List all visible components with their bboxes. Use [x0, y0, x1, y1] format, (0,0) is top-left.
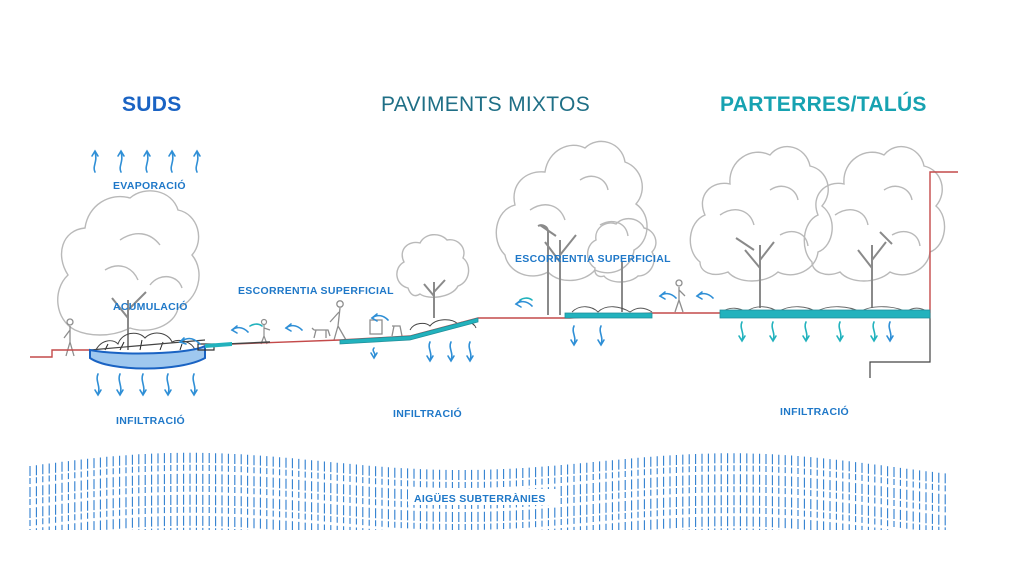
tree-outline-parterres-left: [689, 146, 833, 308]
runoff-arrow: [178, 337, 201, 345]
suds-retention-basin: [89, 344, 206, 370]
infiltration-arrow: [116, 373, 124, 397]
infiltration-arrow: [597, 325, 605, 347]
infiltration-arrows: [94, 321, 894, 397]
planting-bed-parterres: [719, 309, 931, 319]
evaporation-arrow: [193, 149, 201, 173]
runoff-arrow: [519, 297, 533, 301]
label-escorrentia-superficial-left: ESCORRENTIA SUPERFICIAL: [238, 285, 394, 297]
label-infiltracio-mid: INFILTRACIÓ: [393, 407, 462, 420]
evaporation-arrow: [168, 149, 176, 173]
runoff-arrows: [178, 291, 714, 345]
bench: [369, 319, 403, 337]
evaporation-arrows: [91, 149, 201, 173]
groundwater-label-bg: [408, 489, 556, 505]
shrub-mixtos-right: [571, 306, 653, 313]
infiltration-arrow: [836, 321, 844, 343]
section-title-suds: SUDS: [122, 93, 182, 116]
infiltration-arrow: [426, 341, 434, 363]
tree-outline-mixtos-large: [495, 140, 648, 315]
runoff-arrow: [284, 323, 303, 332]
label-infiltracio-left: INFILTRACIÓ: [116, 414, 185, 427]
runoff-arrow: [514, 299, 533, 308]
permeable-paving-mixtos: [339, 317, 479, 345]
label-escorrentia-superficial-right: ESCORRENTIA SUPERFICIAL: [515, 253, 671, 265]
infiltration-arrow: [370, 347, 378, 360]
runoff-arrow: [658, 291, 677, 300]
label-aigues-subterranies: AIGÜES SUBTERRÀNIES: [414, 492, 546, 505]
tree-outline-mixtos-round: [586, 217, 657, 312]
label-infiltracio-right: INFILTRACIÓ: [780, 405, 849, 418]
person-figure-left: [63, 318, 75, 357]
runoff-arrow: [249, 323, 263, 327]
infiltration-arrow: [886, 321, 894, 343]
tree-outline-parterres-right: [803, 146, 946, 308]
runoff-arrow: [695, 291, 714, 300]
person-figure-right: [674, 279, 686, 313]
infiltration-arrow: [802, 321, 810, 343]
lamp-post: [537, 224, 549, 315]
runoff-arrow: [370, 313, 389, 322]
infiltration-arrow: [447, 341, 455, 363]
evaporation-arrow: [91, 149, 99, 173]
infiltration-arrow: [190, 373, 198, 397]
permeable-paving-mixtos-right: [564, 312, 653, 319]
ground-surface: [30, 171, 958, 378]
evaporation-arrow: [117, 149, 125, 173]
infiltration-arrow: [466, 341, 474, 363]
section-title-paviments-mixtos: PAVIMENTS MIXTOS: [381, 93, 590, 116]
infiltration-arrow: [570, 325, 578, 347]
infiltration-arrow: [738, 321, 746, 343]
infiltration-arrow: [870, 321, 878, 343]
section-title-parterres-talus: PARTERRES/TALÚS: [720, 92, 927, 116]
label-acumulacio: ACUMULACIÓ: [113, 300, 188, 313]
label-evaporacio: EVAPORACIÓ: [113, 179, 186, 192]
runoff-arrow: [230, 325, 249, 334]
infiltration-arrow: [769, 321, 777, 343]
person-with-dog: [311, 300, 347, 341]
suds-inlet-channel: [205, 342, 232, 348]
tree-outline-suds: [57, 190, 200, 350]
infiltration-arrow: [164, 373, 172, 397]
infiltration-arrow: [94, 373, 102, 397]
tree-outline-mixtos-small: [396, 234, 470, 318]
infiltration-arrow: [139, 373, 147, 397]
groundwater-pattern: [29, 452, 946, 530]
evaporation-arrow: [143, 149, 151, 173]
child-figure: [260, 318, 271, 345]
